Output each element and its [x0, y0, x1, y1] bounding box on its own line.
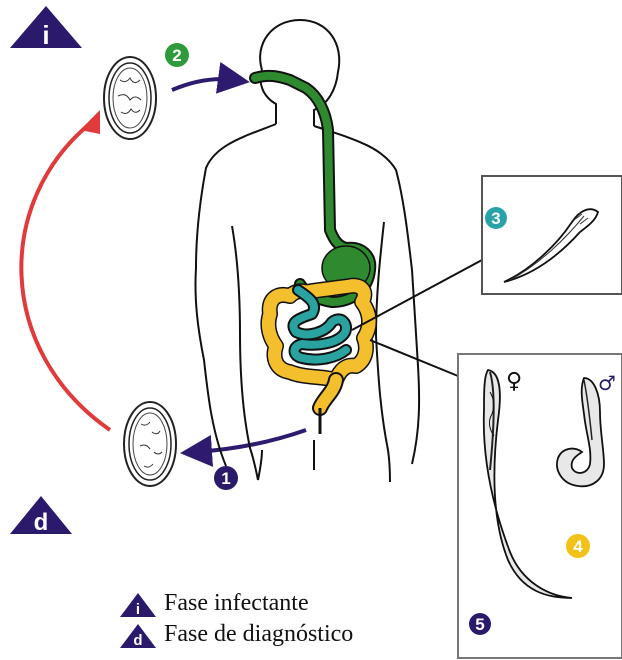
adult-callout-line [370, 340, 458, 376]
infective-badge-icon: i [118, 590, 158, 618]
svg-text:3: 3 [491, 209, 500, 228]
svg-text:d: d [34, 509, 49, 536]
svg-text:4: 4 [573, 537, 583, 556]
svg-text:i: i [136, 601, 140, 618]
legend-item-infective: i Fase infectante [118, 588, 353, 619]
ingestion-arrow [172, 79, 234, 90]
svg-text:5: 5 [475, 615, 484, 634]
infective-phase-badge: i [10, 6, 82, 50]
unembryonated-egg-icon [124, 402, 176, 486]
male-symbol: ♂ [598, 371, 616, 395]
step-1-marker: 1 [214, 466, 238, 490]
diagnostic-phase-badge: d [10, 496, 72, 536]
svg-text:i: i [42, 20, 49, 50]
diagnostic-badge-icon: d [118, 621, 158, 649]
legend-label-infective: Fase infectante [164, 588, 309, 619]
svg-text:1: 1 [221, 469, 230, 488]
svg-text:2: 2 [172, 46, 181, 65]
female-symbol: ♀ [506, 369, 522, 394]
svg-text:d: d [133, 632, 142, 649]
esophagus-and-stomach [255, 76, 370, 302]
larva-panel: 3 [482, 176, 622, 294]
embryonation-arrow [21, 110, 110, 430]
step-2-marker: 2 [165, 43, 189, 67]
embryonated-egg-icon [104, 57, 156, 139]
legend-item-diagnostic: d Fase de diagnóstico [118, 619, 353, 650]
adult-worms-panel: ♀ ♂ 4 5 [458, 354, 622, 658]
legend-label-diagnostic: Fase de diagnóstico [164, 619, 353, 650]
legend: i Fase infectante d Fase de diagnóstico [118, 588, 353, 650]
